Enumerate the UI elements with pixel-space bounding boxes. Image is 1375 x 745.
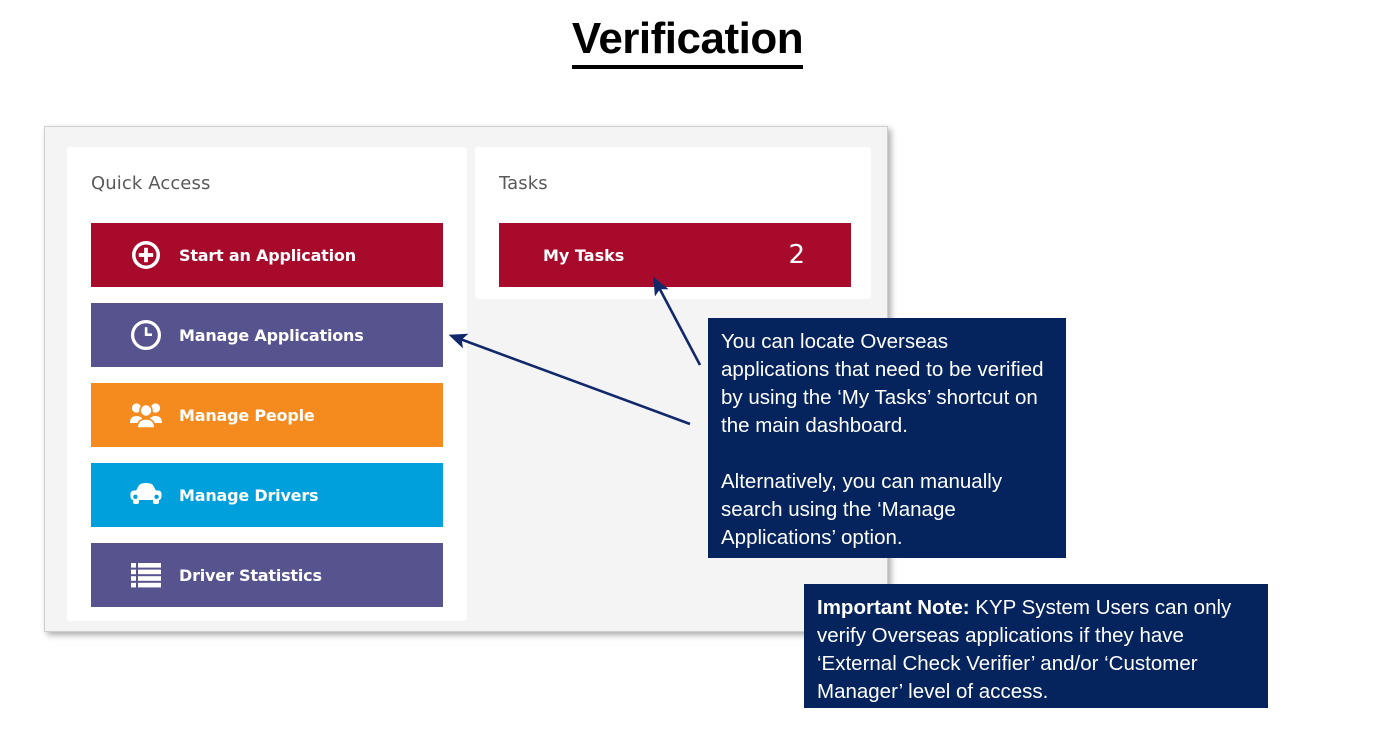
quick-access-tile-driver-statistics[interactable]: Driver Statistics [91,543,443,607]
callout-important-note: Important Note: KYP System Users can onl… [804,584,1268,708]
quick-access-tile-manage-drivers[interactable]: Manage Drivers [91,463,443,527]
quick-access-tile-manage-applications[interactable]: Manage Applications [91,303,443,367]
page-title: Verification [0,14,1375,69]
callout-main-paragraph-2: Alternatively, you can manually search u… [721,470,1003,549]
callout-main-paragraph-1: You can locate Overseas applications tha… [721,330,1044,437]
page-title-text: Verification [571,14,804,69]
list-icon [123,562,169,588]
quick-access-tile-list: Start an Application Manage Applications [91,223,443,623]
quick-access-tile-manage-people[interactable]: Manage People [91,383,443,447]
quick-access-card: Quick Access Start an Application [67,147,467,621]
callout-note-body: KYP System Users can only verify Oversea… [817,596,1232,703]
callout-main-instructions: You can locate Overseas applications tha… [708,318,1066,558]
callout-paragraph-spacer [721,440,1052,468]
quick-access-tile-start-an-application[interactable]: Start an Application [91,223,443,287]
tile-label: Manage People [179,405,315,425]
tasks-tile-my-tasks[interactable]: My Tasks 2 [499,223,851,287]
clock-icon [123,320,169,350]
my-tasks-count-badge: 2 [788,240,805,270]
callout-note-text: Important Note: KYP System Users can onl… [817,594,1254,706]
tasks-card: Tasks My Tasks 2 [475,147,871,299]
tile-label: Driver Statistics [179,565,322,585]
tile-label: Start an Application [179,245,356,265]
plus-circle-icon [123,240,169,270]
tile-label: Manage Drivers [179,485,319,505]
tile-label: Manage Applications [179,325,364,345]
people-group-icon [123,401,169,429]
car-icon [123,482,169,508]
tasks-tile-list: My Tasks 2 [499,223,851,287]
tasks-heading: Tasks [499,173,548,194]
my-tasks-label: My Tasks [543,245,625,265]
callout-note-lead: Important Note: [817,596,970,619]
quick-access-heading: Quick Access [91,173,211,194]
